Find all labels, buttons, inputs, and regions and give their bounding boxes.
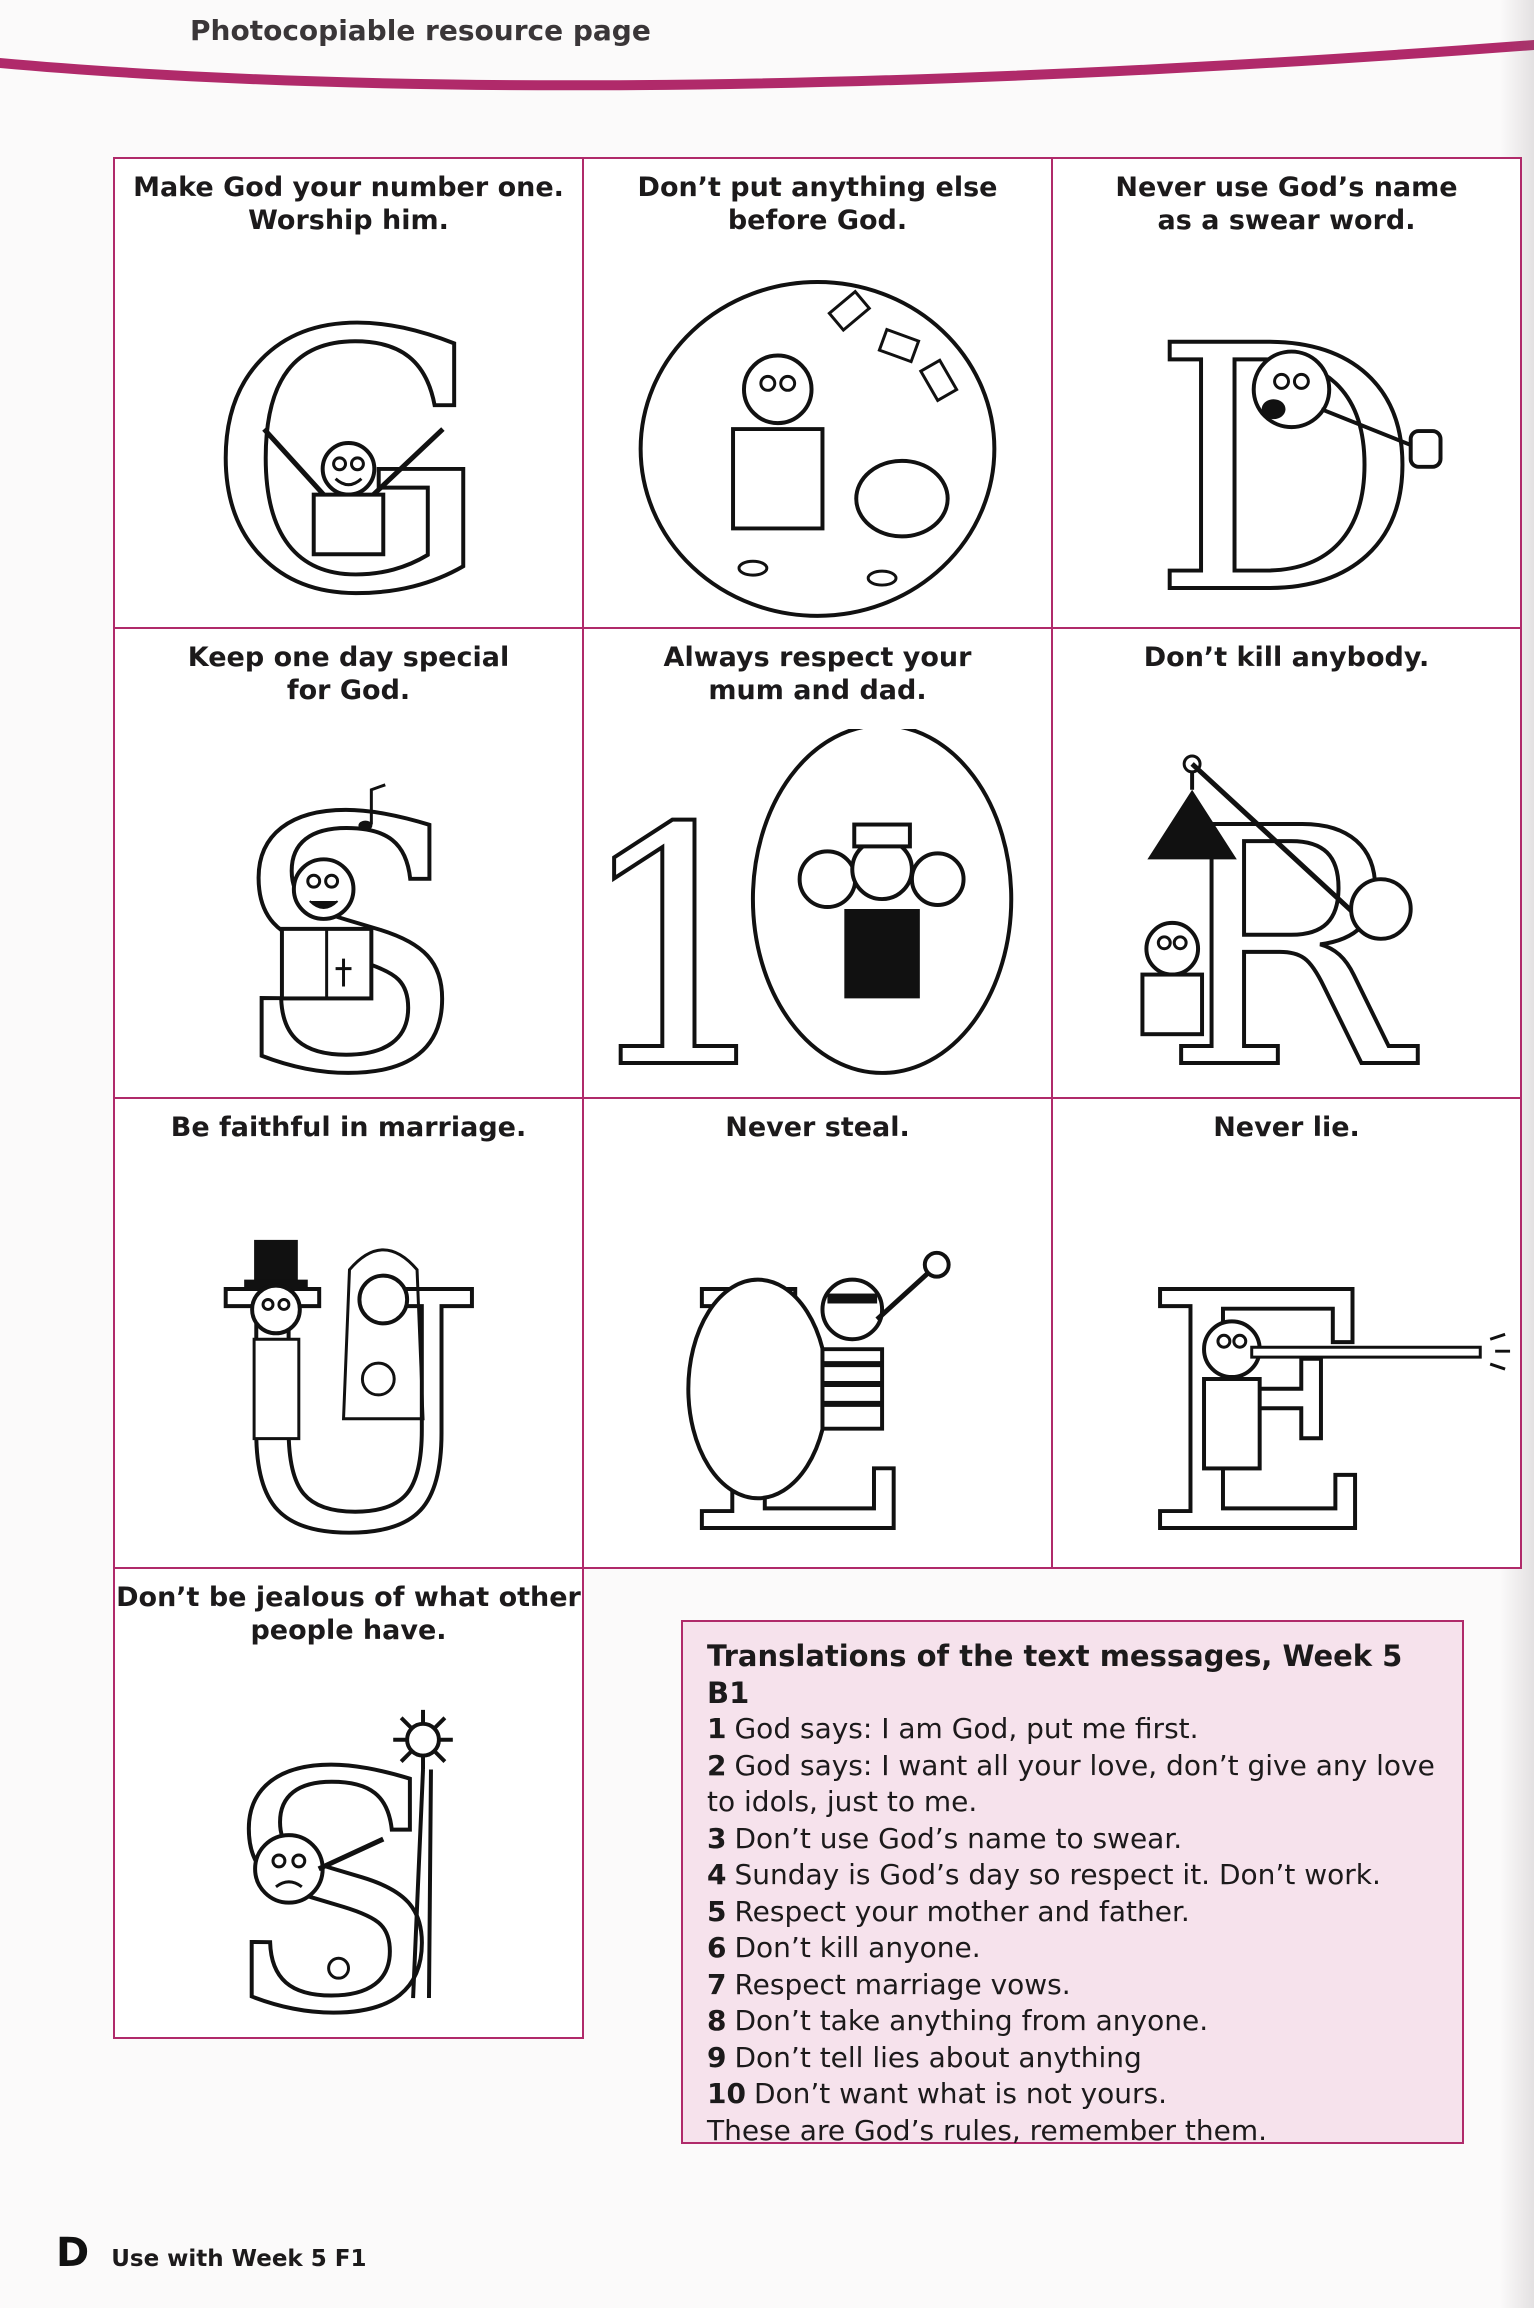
translation-number: 7 [707,1967,727,2001]
svg-text:G: G [206,259,492,619]
page-header: Photocopiable resource page [0,0,1534,100]
header-swoosh [0,40,1534,91]
footer-page-letter: D [56,2230,90,2276]
translation-text: God says: I am God, put me first. [734,1712,1199,1745]
letter-e-illustration: E [1053,1199,1520,1608]
commandment-cell-1: Make God your number one. Worship him. G [113,157,584,675]
translation-text: Respect your mother and father. [734,1894,1190,1928]
translation-text: God says: I want all your love, don’t gi… [707,1748,1435,1819]
commandment-cell-5: Always respect your mum and dad. 1 [572,627,1053,1143]
commandment-cell-7: Be faithful in marriage. U [113,1097,584,1608]
commandment-caption: Keep one day special for God. [187,642,510,706]
page-footer: D Use with Week 5 F1 [56,2230,366,2276]
commandment-caption: Never use God’s name as a swear word. [1115,172,1458,236]
commandment-cell-8: Never steal. L [582,1097,1053,1608]
commandment-caption: Be faithful in marriage. [170,1112,527,1143]
commandment-caption: Don’t kill anybody. [1143,642,1430,673]
translation-text: Don’t want what is not yours. [753,2077,1168,2110]
translation-number: 2 [707,1748,727,1782]
letter-u-illustration: U [115,1199,582,1608]
translation-text: Sunday is God’s day so respect it. Don’t… [734,1858,1381,1891]
translation-number: 6 [707,1931,727,1964]
translations-closing: These are God’s rules, remember them. [707,2113,1268,2147]
commandment-cell-4: Keep one day special for God. S [113,627,584,1153]
translation-text: Don’t use God’s name to swear. [734,1821,1183,1855]
commandment-caption: Never lie. [1213,1112,1360,1143]
translation-text: Don’t kill anyone. [734,1931,981,1964]
svg-text:S: S [221,1705,446,2029]
translation-number: 4 [707,1858,727,1891]
commandment-cell-2: Don’t put anything else before God. [582,157,1053,629]
letter-o-illustration [584,259,1051,619]
commandments-grid: Make God your number one. Worship him. G… [113,157,1522,2088]
translation-text: Respect marriage vows. [734,1967,1071,2001]
translation-text: Don’t take anything from anyone. [734,2004,1209,2037]
letter-s-jealous-illustration: S [115,1669,582,2088]
letter-s-illustration: S [115,729,582,1153]
translation-number: 1 [707,1712,727,1745]
commandment-cell-10: Don’t be jealous of what other people ha… [113,1567,584,2088]
commandment-cell-6: Don’t kill anybody. R [1051,627,1522,1143]
translations-box: Translations of the text messages, Week … [681,1620,1464,2147]
commandment-cell-3: Never use God’s name as a swear word. D [1051,157,1522,670]
translation-number: 8 [707,2004,727,2037]
translation-number: 3 [707,1821,727,1855]
svg-text:S: S [229,746,467,1089]
letter-d-illustration: D [1053,259,1520,670]
svg-text:1: 1 [584,760,783,1089]
footer-text: Use with Week 5 F1 [111,2246,367,2272]
commandment-caption: Don’t put anything else before God. [637,172,998,236]
commandment-caption: Make God your number one. Worship him. [133,172,564,236]
letter-g-illustration: G [115,255,582,675]
number-ten-illustration: 1 [572,723,1051,1143]
translation-number: 10 [707,2077,746,2110]
translations-title: Translations of the text messages, Week … [707,1639,1403,1710]
letter-r-illustration: R [1053,729,1520,1143]
translation-number: 9 [707,2040,727,2074]
commandment-caption: Don’t be jealous of what other people ha… [116,1582,581,1646]
header-title: Photocopiable resource page [190,14,651,47]
commandment-caption: Never steal. [725,1112,910,1143]
letter-l-illustration: L [584,1199,1051,1608]
translation-text: Don’t tell lies about anything [734,2040,1142,2074]
commandment-caption: Always respect your mum and dad. [663,642,972,706]
svg-text:D: D [1151,274,1422,619]
commandment-cell-9: Never lie. E [1051,1097,1522,1608]
translation-number: 5 [707,1894,727,1928]
